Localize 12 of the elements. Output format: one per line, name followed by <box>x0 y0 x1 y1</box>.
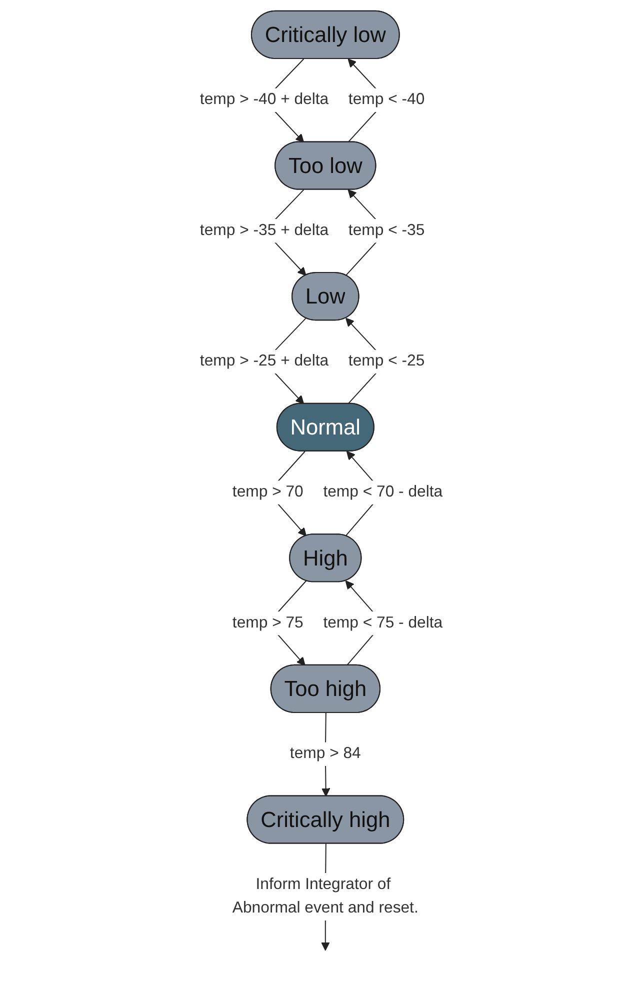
edge-label: temp < -25 <box>348 352 425 370</box>
edge-label: temp < -35 <box>348 222 425 238</box>
edge-label: temp < -40 <box>348 90 425 108</box>
edge-label: temp > -40 + delta <box>200 90 329 108</box>
edge-label: temp > 75 <box>232 614 304 631</box>
edge-label: temp > -35 + delta <box>200 222 329 238</box>
edge-label: temp < 70 - delta <box>323 483 443 500</box>
edge-label: temp > 70 <box>232 483 304 500</box>
edge-label: temp > -25 + delta <box>200 352 329 370</box>
edge-label: Inform Integrator of Abnormal event and reset. <box>232 875 419 916</box>
edge-label: temp > 84 <box>290 744 362 762</box>
edge-label: temp < 75 - delta <box>323 614 443 631</box>
